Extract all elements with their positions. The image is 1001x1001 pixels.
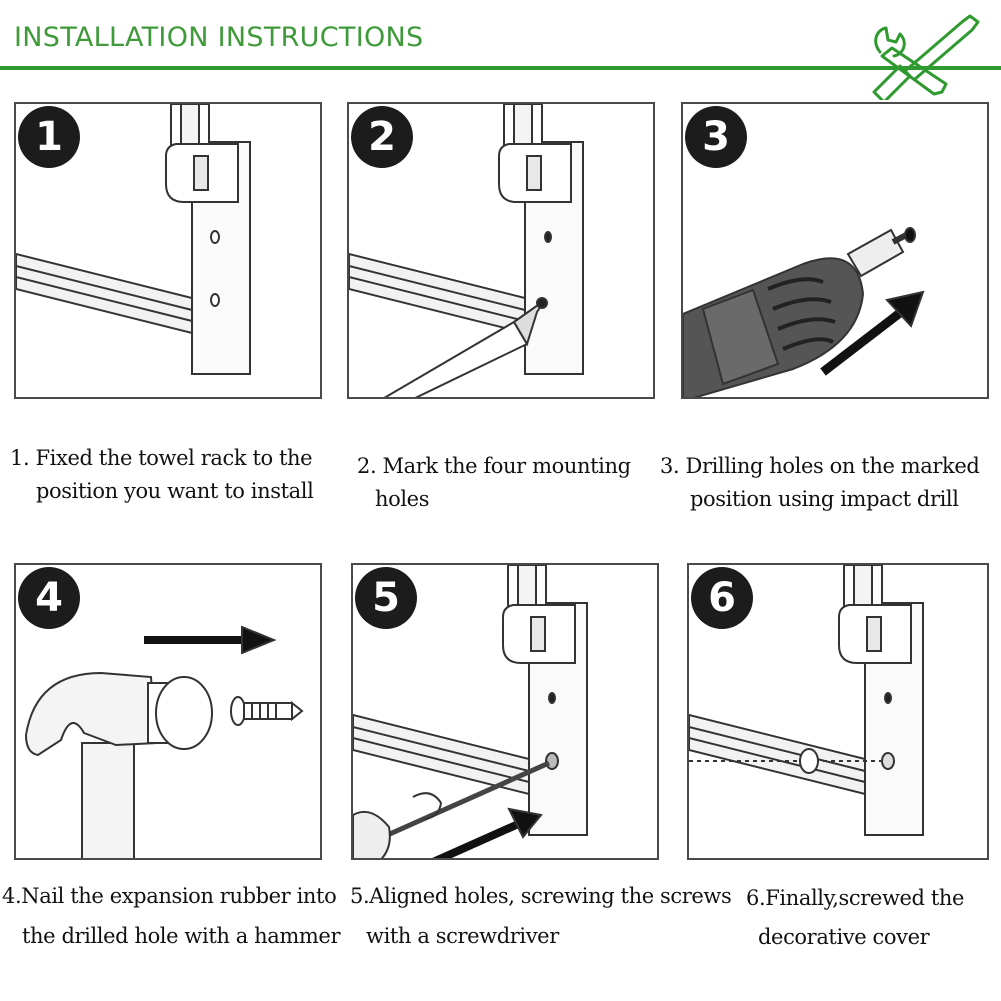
step-2-caption-line-1: 2. Mark the four mounting (357, 454, 631, 478)
step-1-caption: 1. Fixed the towel rack to the position … (10, 442, 314, 508)
step-1-caption-line-2: position you want to install (36, 479, 314, 503)
step-4-number-badge: 4 (18, 567, 80, 629)
step-6-number-badge: 6 (691, 567, 753, 629)
hammer-expansion-rubber-illustration (24, 625, 304, 858)
step-5-caption-line-2: with a screwdriver (366, 924, 559, 948)
step-2-caption-line-2: holes (375, 487, 430, 511)
step-1-number-badge: 1 (18, 106, 80, 168)
step-2-caption: 2. Mark the four mounting holes (357, 450, 631, 516)
step-5-panel: 5 (351, 563, 659, 860)
step-5-caption: 5.Aligned holes, screwing the screws wit… (350, 880, 732, 953)
svg-text:5: 5 (372, 575, 400, 621)
step-6-caption: 6.Finally,screwed the decorative cover (746, 882, 964, 954)
step-2-panel: 2 (347, 102, 655, 399)
decorative-cover-illustration (689, 565, 924, 836)
step-3-panel: 3 (681, 102, 989, 399)
step-4-caption-line-1: 4.Nail the expansion rubber into (2, 884, 337, 908)
marking-pen-illustration (349, 104, 584, 397)
step-6-caption-line-1: 6.Finally,screwed the (746, 886, 965, 910)
towel-rack-bracket-illustration (16, 104, 251, 375)
screwdriver-illustration (353, 565, 588, 858)
step-3-caption-line-1: 3. Drilling holes on the marked (660, 454, 980, 478)
step-5-caption-line-1: 5.Aligned holes, screwing the screws (350, 884, 732, 908)
step-6-caption-line-2: decorative cover (758, 925, 930, 949)
step-3-caption-line-2: position using impact drill (690, 487, 959, 511)
step-1-caption-line-1: 1. Fixed the towel rack to the (10, 446, 313, 470)
step-3-number-badge: 3 (685, 106, 747, 168)
page-title: INSTALLATION INSTRUCTIONS (14, 22, 424, 53)
svg-text:6: 6 (708, 575, 736, 621)
step-4-caption-line-2: the drilled hole with a hammer (22, 924, 341, 948)
step-6-panel: 6 (687, 563, 989, 860)
svg-text:2: 2 (368, 114, 396, 160)
step-2-number-badge: 2 (351, 106, 413, 168)
screwdriver-wrench-icon (872, 14, 980, 100)
step-5-number-badge: 5 (355, 567, 417, 629)
svg-text:1: 1 (35, 114, 63, 160)
svg-text:4: 4 (35, 575, 63, 621)
step-4-caption: 4.Nail the expansion rubber into the dri… (2, 880, 341, 953)
step-3-caption: 3. Drilling holes on the marked position… (660, 450, 980, 516)
svg-text:3: 3 (702, 114, 730, 160)
step-4-panel: 4 (14, 563, 322, 860)
header-divider (0, 66, 1001, 70)
impact-drill-illustration (683, 227, 925, 397)
step-1-panel: 1 (14, 102, 322, 399)
